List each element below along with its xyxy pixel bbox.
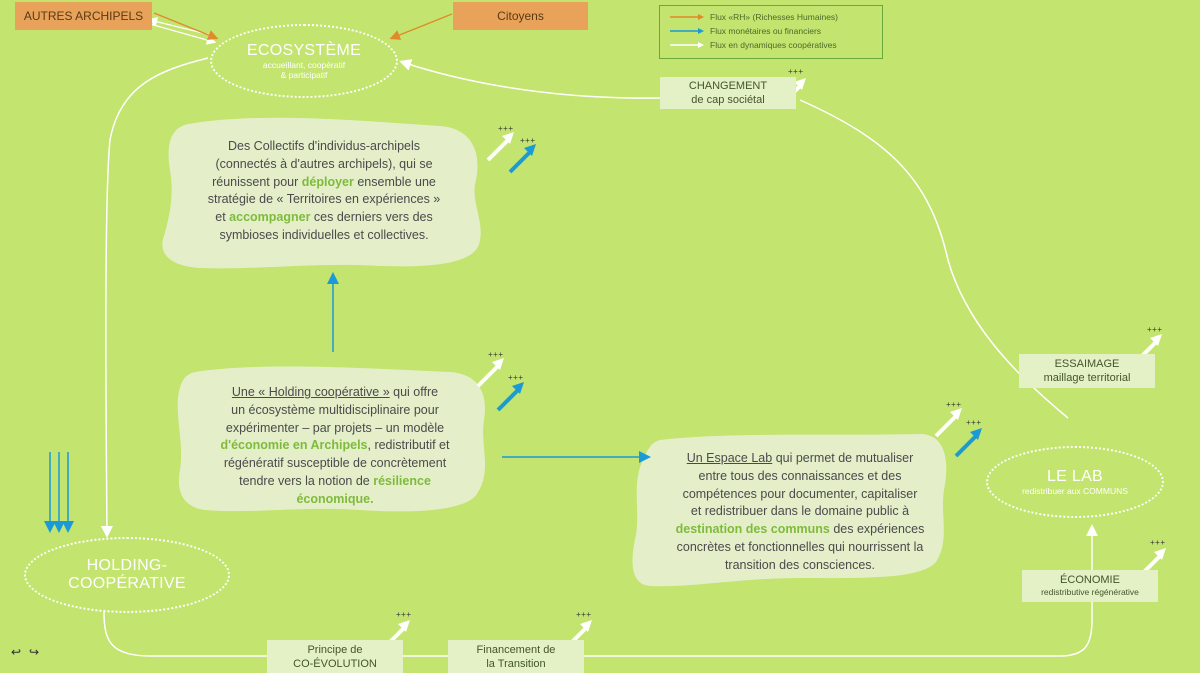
financement-box: Financement de la Transition (448, 640, 584, 673)
financement-line2: la Transition (486, 658, 546, 671)
lab-cloud-l7: transition des consciences. (724, 557, 876, 572)
rh-archipels-flow (153, 12, 219, 40)
changement-plus: +++ (788, 67, 804, 76)
holding-cloud-l2: un écosystème multidisciplinaire pour (231, 402, 439, 417)
lelab-sub: redistribuer aux COMMUNS (1022, 486, 1128, 497)
nav-prev-button[interactable]: ↩ (11, 645, 22, 659)
holding-node: HOLDING- COOPÉRATIVE (24, 537, 230, 613)
ecosysteme-node: ECOSYSTÈME accueillant, coopératif & par… (210, 24, 398, 98)
nav-next-button[interactable]: ↪ (29, 645, 40, 659)
financement-line1: Financement de (476, 644, 556, 656)
collectifs-l2: (connectés à d'autres archipels), qui se (215, 156, 433, 171)
collectifs-plus-white: +++ (498, 124, 514, 133)
essaimage-line2: maillage territorial (1043, 372, 1131, 385)
essaimage-plus: +++ (1147, 325, 1163, 334)
flow-changement-to-eco (399, 59, 661, 99)
financement-plus: +++ (576, 610, 592, 619)
holding-cloud-l1: Une « Holding coopérative » qui offre (231, 385, 439, 399)
lab-cloud-l2: entre tous des connaissances et des (698, 468, 902, 483)
flow-essaimage-to-changement (799, 99, 1069, 419)
lab-cloud-l6: concrètes et fonctionnelles qui nourriss… (676, 539, 924, 554)
legend-label-coop: Flux en dynamiques coopératives (710, 40, 837, 50)
collectifs-l5: et accompagner ces derniers vers des (215, 210, 433, 224)
principe-line1: Principe de (307, 644, 363, 656)
economie-line2: redistributive régénérative (1041, 587, 1139, 598)
legend-item-money: Flux monétaires ou financiers (670, 24, 882, 38)
lab-cloud-l5: destination des communs des expériences (675, 522, 925, 536)
essaimage-box: ESSAIMAGE maillage territorial (1019, 354, 1155, 388)
principe-plus: +++ (396, 610, 412, 619)
citoyens-tag: Citoyens (453, 2, 588, 30)
holding-cloud-l7: économique. (296, 491, 374, 506)
legend-label-money: Flux monétaires ou financiers (710, 26, 822, 36)
legend-item-coop: Flux en dynamiques coopératives (670, 38, 882, 52)
lab-plus-white: +++ (946, 400, 962, 409)
holding-cloud-shape (177, 366, 486, 512)
ecosysteme-line2: & participatif (280, 70, 328, 81)
changement-line2: de cap sociétal (691, 94, 765, 107)
lab-cloud-l3: compétences pour documenter, capitaliser (682, 486, 918, 501)
autres-archipels-tag: AUTRES ARCHIPELS (15, 2, 152, 30)
flow-archipels-eco-b (149, 23, 217, 45)
collectifs-arrows (486, 132, 536, 174)
legend-label-rh: Flux «RH» (Richesses Humaines) (710, 12, 839, 22)
collectifs-cloud-shape (162, 117, 481, 269)
economie-line1: ÉCONOMIE (1060, 574, 1120, 586)
essaimage-line1: ESSAIMAGE (1054, 358, 1120, 370)
holding-cloud-text: Une « Holding coopérative » qui offre un… (190, 384, 480, 508)
holding-cloud-l3: expérimenter – par projets – un modèle (225, 420, 445, 435)
collectifs-l3: réunissent pour déployer ensemble une (212, 174, 436, 189)
changement-box: CHANGEMENT de cap sociétal (660, 77, 796, 109)
holding-cloud-l4: d'économie en Archipels, redistributif e… (220, 438, 450, 453)
collectifs-text: Des Collectifs d'individus-archipels (co… (178, 138, 470, 245)
holding-plus-white: +++ (488, 350, 504, 359)
holding-line2: COOPÉRATIVE (68, 575, 186, 592)
lab-cloud-shape (632, 434, 947, 587)
flow-bottom-loop (103, 524, 1098, 657)
legend-item-rh: Flux «RH» (Richesses Humaines) (670, 10, 882, 24)
principe-box: Principe de CO-ÉVOLUTION (267, 640, 403, 673)
lab-cloud-l1: Un Espace Lab qui permet de mutualiser (686, 451, 914, 465)
rh-citoyens-flow (389, 13, 453, 40)
economie-box: ÉCONOMIE redistributive régénérative (1022, 570, 1158, 602)
holding-cloud-l5: régénératif susceptible de concrètement (223, 456, 447, 470)
holding-line1: HOLDING- (86, 556, 168, 574)
holding-plus-blue: +++ (508, 373, 524, 382)
collectifs-l1: Des Collectifs d'individus-archipels (227, 139, 421, 153)
changement-line1: CHANGEMENT (688, 80, 768, 92)
collectifs-plus-blue: +++ (520, 136, 536, 145)
ecosysteme-title: ECOSYSTÈME (246, 41, 362, 59)
flow-eco-to-holding (100, 57, 209, 538)
lelab-title: LE LAB (1046, 467, 1104, 485)
economie-plus: +++ (1150, 538, 1166, 547)
principe-line2: CO-ÉVOLUTION (293, 658, 377, 671)
lab-cloud-text: Un Espace Lab qui permet de mutualiser e… (666, 450, 934, 574)
lab-arrows (934, 408, 982, 458)
lab-cloud-l4: et redistribuer dans le domaine public à (690, 504, 910, 519)
holding-cloud-l6: tendre vers la notion de résilience (239, 473, 431, 488)
holding-arrows (476, 358, 524, 412)
lelab-node: LE LAB redistribuer aux COMMUNS (986, 446, 1164, 518)
collectifs-l6: symbioses individuelles et collectives. (219, 227, 429, 242)
legend: Flux «RH» (Richesses Humaines) Flux moné… (659, 5, 883, 59)
ecosysteme-line1: accueillant, coopératif (262, 60, 346, 70)
collectifs-l4: stratégie de « Territoires en expérience… (207, 192, 441, 207)
lab-plus-blue: +++ (966, 418, 982, 427)
